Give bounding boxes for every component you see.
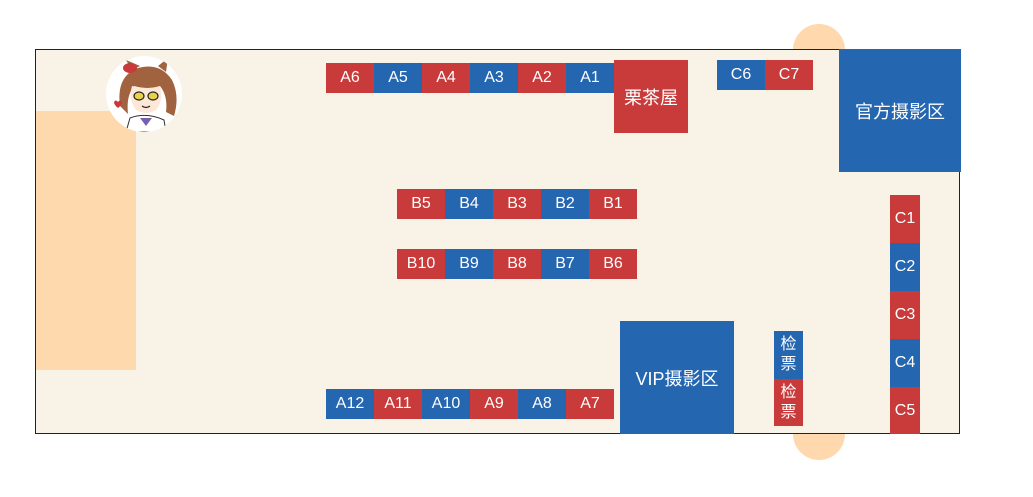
- booth-c6[interactable]: C6: [717, 60, 765, 90]
- booth-b1[interactable]: B1: [589, 189, 637, 219]
- booth-a7[interactable]: A7: [566, 389, 614, 419]
- booth-b2[interactable]: B2: [541, 189, 589, 219]
- booth-b4[interactable]: B4: [445, 189, 493, 219]
- booth-c7[interactable]: C7: [765, 60, 813, 90]
- booth-c5[interactable]: C5: [890, 387, 920, 434]
- booth-c4[interactable]: C4: [890, 339, 920, 387]
- chestnut-tea-house[interactable]: 栗茶屋: [614, 60, 688, 133]
- booth-b8[interactable]: B8: [493, 249, 541, 279]
- booth-b9[interactable]: B9: [445, 249, 493, 279]
- booth-a8[interactable]: A8: [518, 389, 566, 419]
- booth-a2[interactable]: A2: [518, 63, 566, 93]
- booth-a10[interactable]: A10: [422, 389, 470, 419]
- ticket-check-2-char-1: 检: [780, 383, 797, 401]
- booth-b6[interactable]: B6: [589, 249, 637, 279]
- official-photo-area[interactable]: 官方摄影区: [839, 49, 961, 172]
- venue-floor: [35, 49, 960, 434]
- mascot-avatar-icon: [106, 56, 182, 132]
- side-zone: [36, 111, 136, 370]
- booth-c3[interactable]: C3: [890, 291, 920, 339]
- booth-a11[interactable]: A11: [374, 389, 422, 419]
- booth-c2[interactable]: C2: [890, 243, 920, 291]
- booth-b10[interactable]: B10: [397, 249, 445, 279]
- ticket-check-1-char-2: 票: [780, 356, 797, 373]
- booth-a1[interactable]: A1: [566, 63, 614, 93]
- booth-a9[interactable]: A9: [470, 389, 518, 419]
- ticket-check-2[interactable]: 检 票: [774, 379, 803, 426]
- booth-c1[interactable]: C1: [890, 195, 920, 243]
- ticket-check-1[interactable]: 检 票: [774, 331, 803, 379]
- booth-a4[interactable]: A4: [422, 63, 470, 93]
- vip-photo-area[interactable]: VIP摄影区: [620, 321, 734, 434]
- booth-a12[interactable]: A12: [326, 389, 374, 419]
- booth-b5[interactable]: B5: [397, 189, 445, 219]
- ticket-check-2-char-2: 票: [780, 403, 797, 421]
- booth-a5[interactable]: A5: [374, 63, 422, 93]
- booth-a6[interactable]: A6: [326, 63, 374, 93]
- booth-a3[interactable]: A3: [470, 63, 518, 93]
- ticket-check-1-char-1: 检: [780, 336, 797, 353]
- booth-b3[interactable]: B3: [493, 189, 541, 219]
- booth-b7[interactable]: B7: [541, 249, 589, 279]
